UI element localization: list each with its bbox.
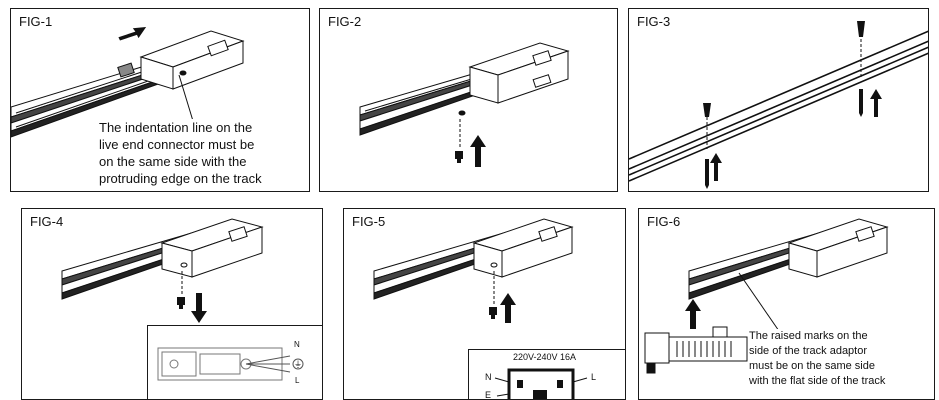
fig-6-label: FIG-6 — [647, 214, 681, 229]
n-label: N — [485, 372, 492, 382]
fig-5-panel: FIG-5 220V-240V 16A — [343, 208, 626, 400]
screw-icon — [489, 307, 497, 319]
note-line: with the flat side of the track — [749, 375, 886, 387]
fig-6-panel: FIG-6 — [638, 208, 935, 400]
note-line: protruding edge on the track — [99, 171, 262, 186]
track-rail-icon — [629, 30, 928, 182]
fig-1-panel: FIG-1 The indentation line on the live e… — [10, 8, 310, 192]
arrow-icon — [685, 299, 701, 329]
arrow-icon — [470, 135, 486, 167]
note-line: The raised marks on the — [749, 330, 868, 342]
note-line: live end connector must be — [99, 137, 255, 152]
note-line: on the same side with the — [99, 154, 247, 169]
fig-2-panel: FIG-2 — [319, 8, 618, 192]
rating-label: 220V-240V 16A — [513, 352, 577, 362]
wiring-inset: 220V-240V 16A N L E — [468, 349, 625, 400]
arrow-icon — [500, 293, 516, 323]
arrow-icon — [710, 153, 722, 181]
wiring-diagram-icon — [157, 347, 304, 381]
e-label: E — [485, 390, 492, 400]
fig-6-note: The raised marks on the side of the trac… — [749, 329, 934, 389]
note-line: The indentation line on the — [99, 120, 253, 135]
terminal-earth-label: ⏚ — [294, 360, 302, 369]
screw-icon — [177, 297, 185, 309]
fig-3-panel: FIG-3 — [628, 8, 929, 192]
fig-1-label: FIG-1 — [19, 14, 53, 29]
fig-5-label: FIG-5 — [352, 214, 386, 229]
screw-icon — [455, 151, 463, 163]
arrow-icon — [191, 293, 207, 323]
wiring-inset: N ⏚ L — [147, 325, 322, 399]
terminal-n-label: N — [294, 340, 300, 349]
screw-icon — [857, 21, 865, 117]
fig-4-drawing — [61, 218, 264, 323]
fig-1-note: The indentation line on the live end con… — [99, 119, 309, 187]
note-line: must be on the same side — [749, 360, 875, 372]
connector-box-icon — [787, 218, 889, 278]
wiring-diagram-icon — [494, 368, 588, 399]
fig-6-drawing — [644, 218, 889, 374]
track-rail-icon — [11, 60, 162, 138]
fig-3-label: FIG-3 — [637, 14, 671, 29]
fig-3-drawing — [629, 21, 928, 189]
fig-5-drawing — [373, 218, 574, 323]
connector-box-icon — [472, 218, 574, 278]
fig-4-panel: FIG-4 — [21, 208, 323, 400]
connector-box-icon — [458, 42, 570, 116]
arrow-icon — [118, 27, 147, 41]
terminal-l-label: L — [295, 376, 300, 385]
fig-2-drawing — [359, 42, 570, 167]
track-adaptor-icon — [644, 326, 748, 374]
fig-4-label: FIG-4 — [30, 214, 64, 229]
connector-box-icon — [160, 218, 264, 278]
note-line: side of the track adaptor — [749, 345, 868, 357]
fig-2-label: FIG-2 — [328, 14, 362, 29]
connector-box-icon — [139, 30, 245, 90]
screw-icon — [703, 103, 711, 189]
fig-1-drawing — [11, 27, 245, 138]
l-label: L — [591, 372, 597, 382]
arrow-icon — [870, 89, 882, 117]
